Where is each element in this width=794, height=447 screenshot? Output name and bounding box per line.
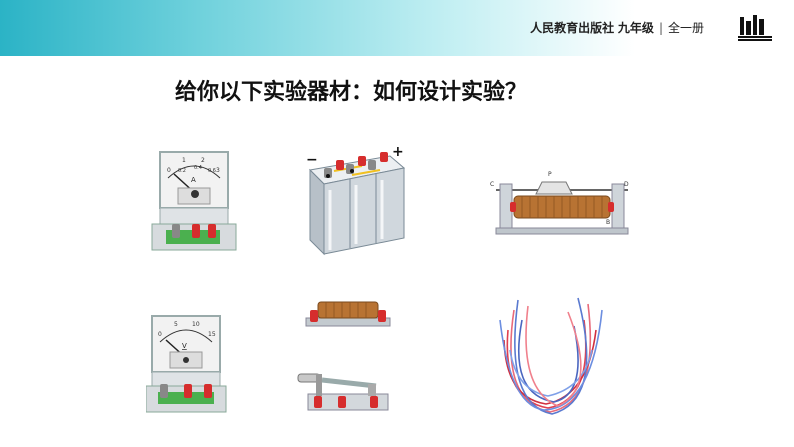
publisher-name: 人民教育出版社 [530,21,615,35]
grade-label: 九年级 [617,21,654,35]
rheostat-label-c: C [490,181,494,188]
battery-minus-label: − [306,152,318,168]
rheostat-image: C P D A B [490,171,629,235]
header-separator: | [658,21,663,35]
voltmeter-image: 0 5 10 15 V [146,315,227,413]
voltmeter-tick-3: 15 [208,331,216,338]
voltmeter-unit: V [182,342,187,350]
ammeter-tick-3: 3 [216,167,220,174]
ammeter-tick-2: 2 [201,157,205,164]
wires-image [499,297,603,415]
ammeter-image: 0 1 2 3 0.2 0.4 0.6 A [151,151,237,251]
rheostat-label-b: B [606,219,610,226]
ammeter-subtick-2: 0.4 [194,165,202,171]
publisher-info: 人民教育出版社 九年级 | 全一册 [530,19,704,36]
rheostat-label-d: D [624,181,629,188]
voltmeter-tick-2: 10 [192,321,200,328]
header-bar [0,0,794,56]
voltmeter-tick-1: 5 [174,321,178,328]
ammeter-unit: A [191,176,196,184]
ammeter-subtick-1: 0.2 [178,168,186,174]
battery-plus-label: + [392,144,404,160]
switch-image [297,373,389,411]
rheostat-label-p: P [548,171,552,178]
volume-label: 全一册 [667,21,704,35]
battery-image: − + [306,144,406,256]
voltmeter-tick-0: 0 [158,331,162,338]
page-title: 给你以下实验器材：如何设计实验？ [175,80,528,105]
ammeter-tick-0: 0 [167,167,171,174]
ammeter-tick-1: 1 [182,157,186,164]
books-logo-icon [738,15,772,41]
ammeter-subtick-3: 0.6 [208,168,216,174]
resistor-image [305,301,391,327]
